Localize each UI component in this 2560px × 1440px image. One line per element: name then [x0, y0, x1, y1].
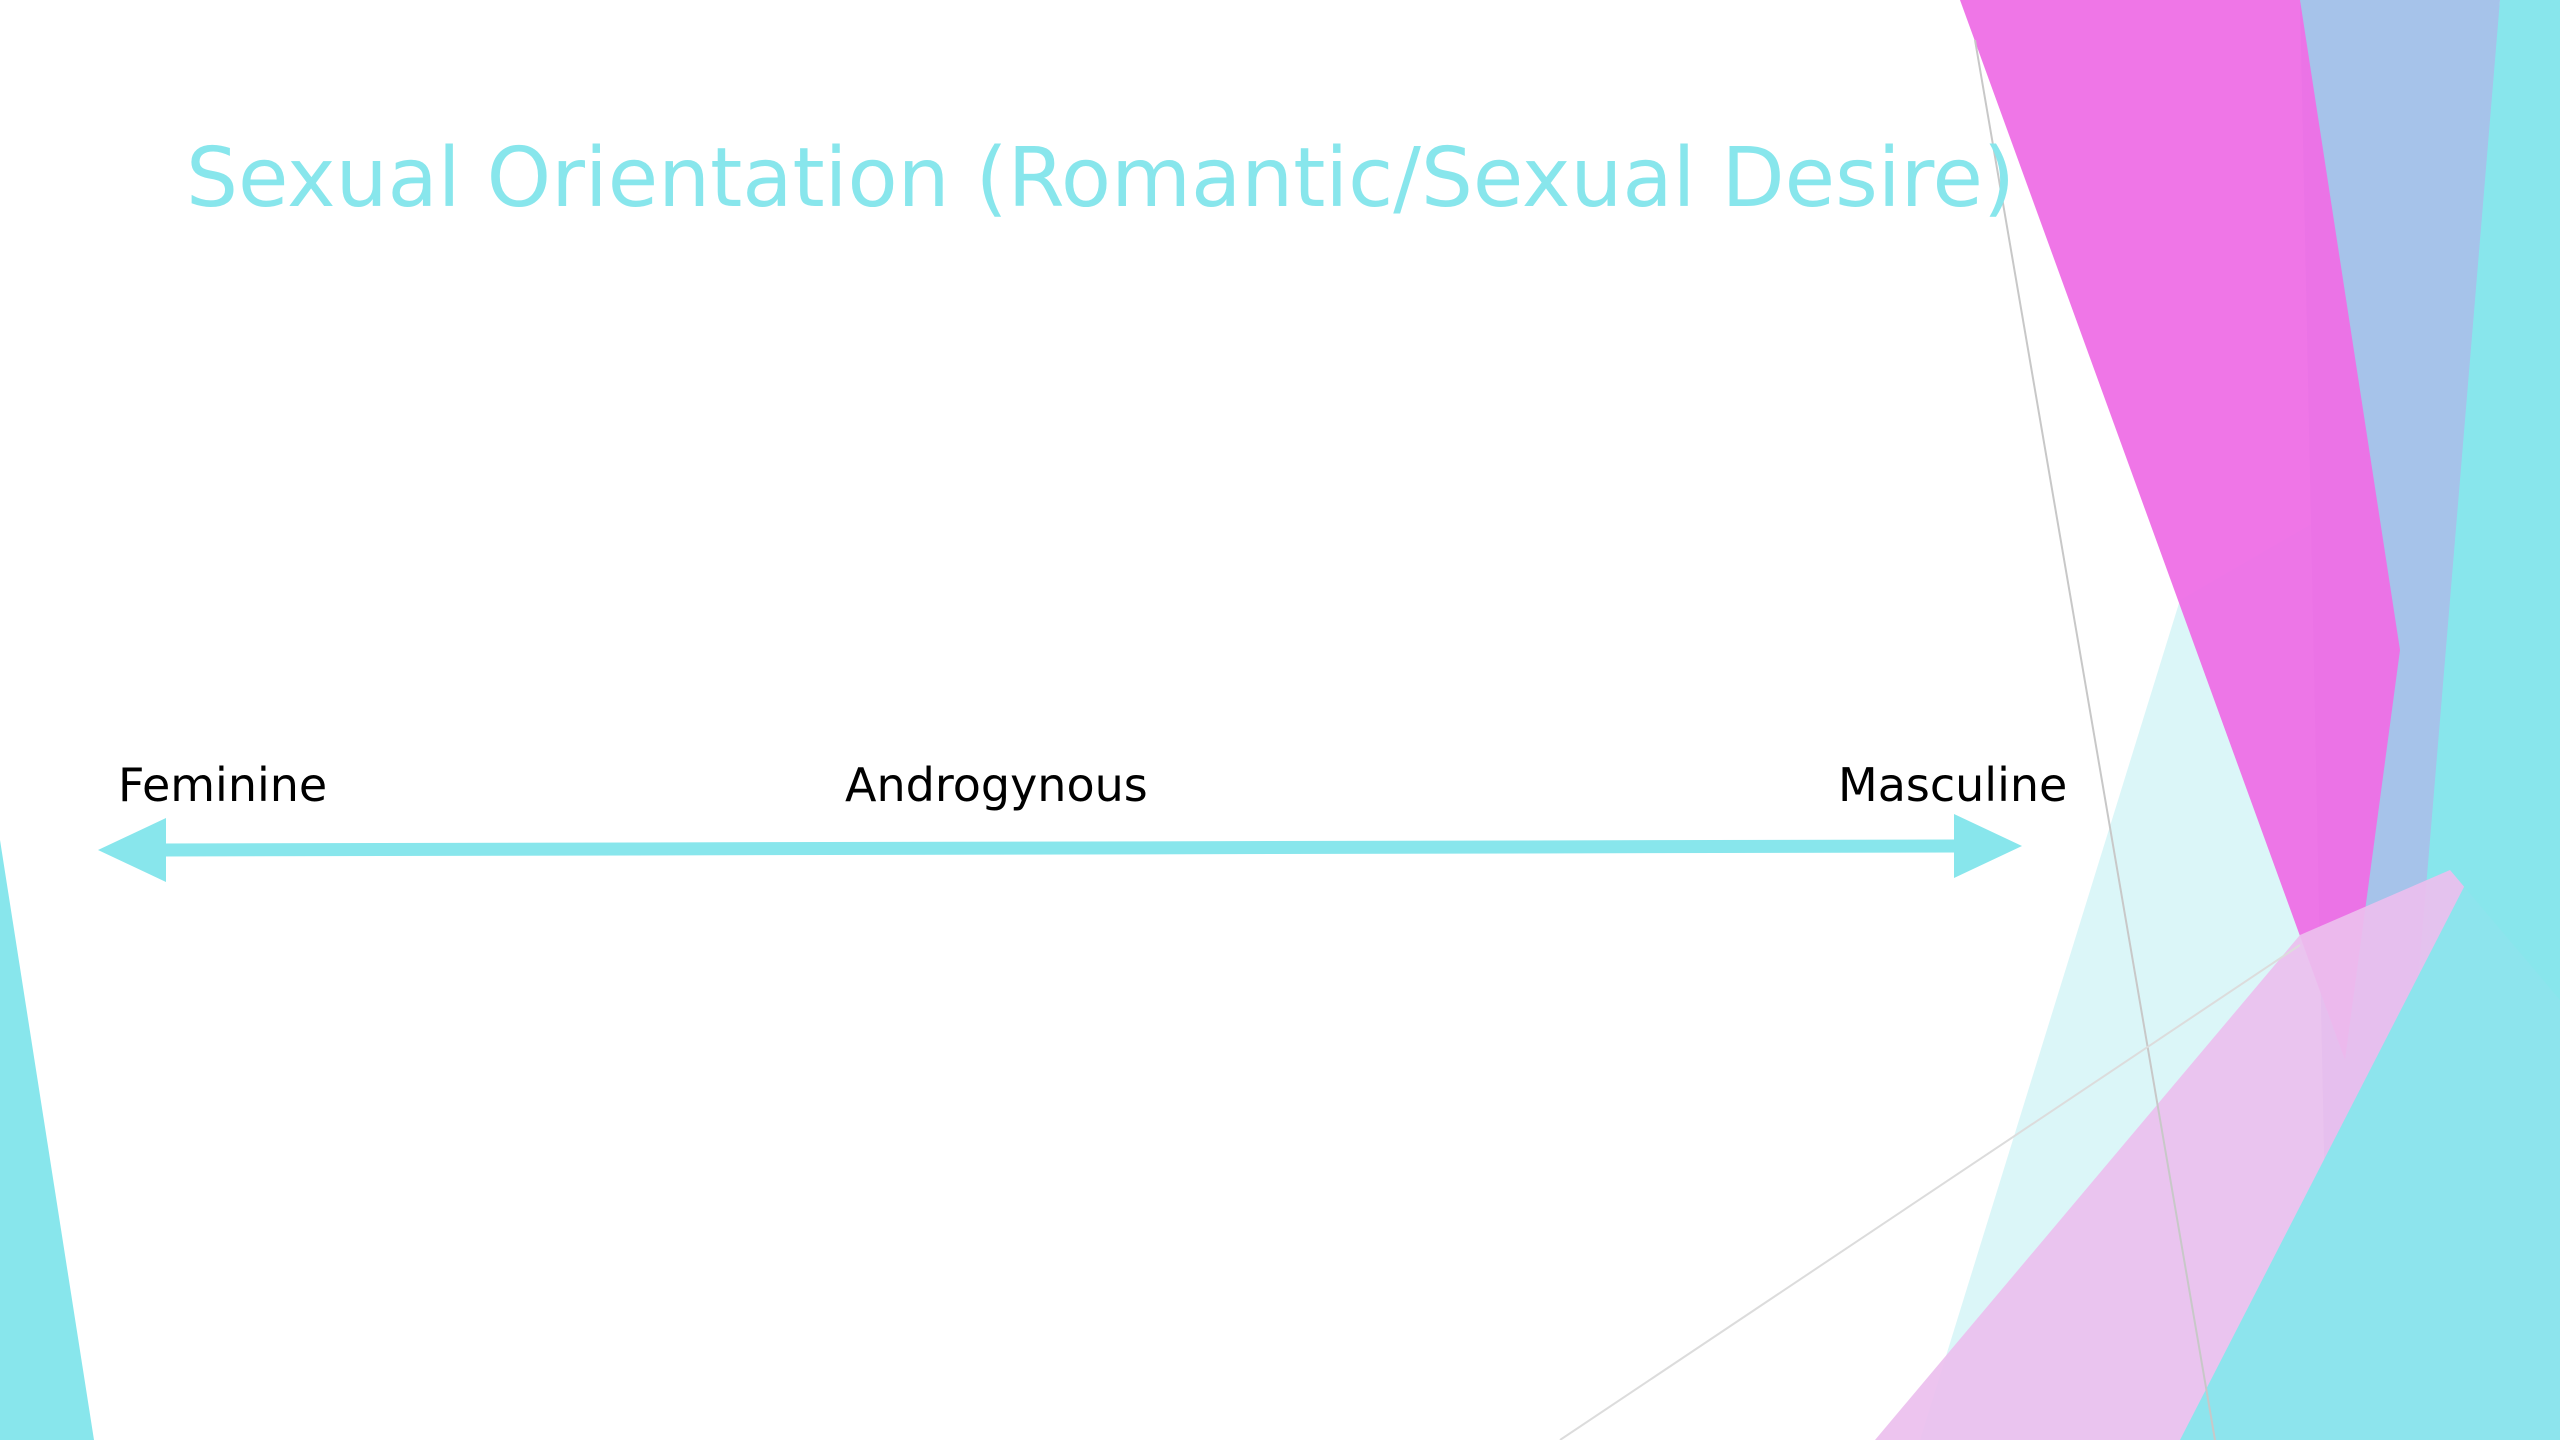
label-feminine: Feminine — [118, 758, 328, 812]
left-cyan-shape — [0, 840, 94, 1440]
label-masculine: Masculine — [1838, 758, 2068, 812]
thin-line-2 — [1559, 944, 2301, 1440]
lower-cyan-shape — [2180, 700, 2560, 1440]
thin-line-1 — [1974, 39, 2216, 1440]
label-androgynous: Androgynous — [845, 758, 1148, 812]
magenta-shape — [1960, 0, 2400, 1060]
slide-title: Sexual Orientation (Romantic/Sexual Desi… — [186, 131, 2015, 226]
